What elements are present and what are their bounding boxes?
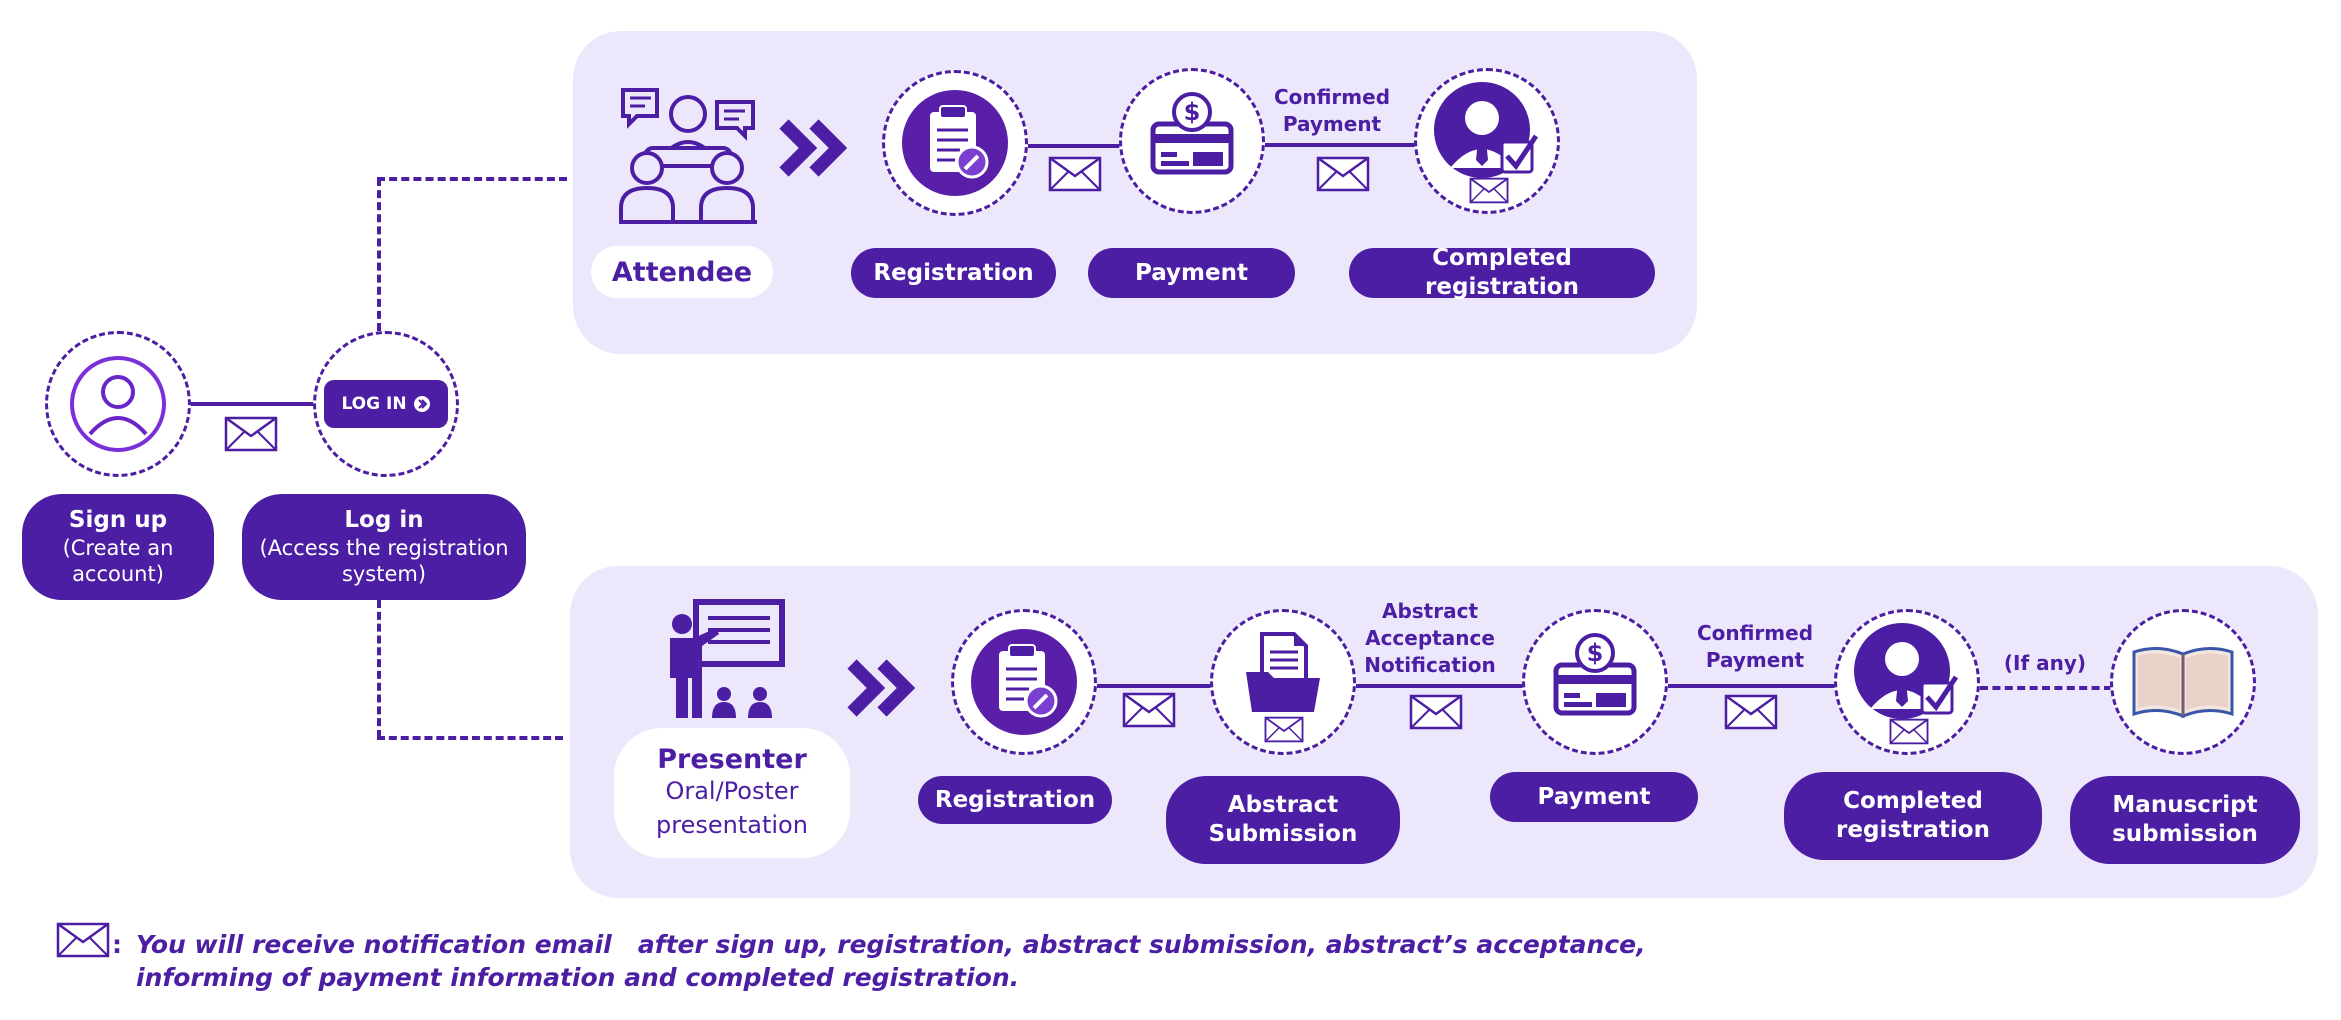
presenter-manuscript-circle <box>2110 609 2256 755</box>
chevron-double-right-icon <box>846 658 918 718</box>
presenter-step-manuscript: Manuscript submission <box>2070 776 2300 864</box>
presenter-step-payment: Payment <box>1490 772 1698 822</box>
document-folder-icon <box>1228 620 1338 730</box>
signup-subtitle: (Create an account) <box>62 536 174 587</box>
payment-card-icon <box>1540 627 1650 737</box>
signup-login-connector <box>191 402 314 406</box>
envelope-icon <box>1264 716 1304 743</box>
attendee-confirmed-payment-note: Confirmed Payment <box>1273 85 1391 136</box>
envelope-icon <box>1724 694 1778 730</box>
chevron-double-right-icon <box>778 118 850 178</box>
footer-line-2: informing of payment information and com… <box>136 963 1020 992</box>
login-to-presenter-horizontal <box>377 736 563 740</box>
clipboard-icon <box>900 88 1010 198</box>
footer-line-1: You will receive notification email afte… <box>136 930 1646 959</box>
presenter-if-any-note: (If any) <box>2003 651 2087 675</box>
attendee-completed-circle <box>1414 68 1560 214</box>
envelope-icon <box>1409 694 1463 730</box>
presenter-board-icon <box>670 599 785 718</box>
attendee-payment-circle <box>1119 68 1265 214</box>
attendee-registration-circle <box>882 70 1028 216</box>
presenter-role-subtitle: Oral/Poster presentation <box>656 776 808 839</box>
payment-card-icon <box>1137 86 1247 196</box>
presenter-role-title: Presenter <box>657 743 807 775</box>
envelope-icon <box>1889 718 1929 745</box>
login-button-label: LOG IN <box>341 394 407 414</box>
presenter-payment-circle <box>1522 609 1668 755</box>
presenter-step-registration: Registration <box>918 776 1112 824</box>
attendee-step-registration: Registration <box>851 248 1056 298</box>
login-button[interactable]: LOG IN <box>324 380 448 428</box>
attendee-connector-1 <box>1028 144 1120 148</box>
presenter-confirmed-payment-note: Confirmed Payment <box>1696 621 1814 672</box>
envelope-icon <box>1469 177 1509 204</box>
presenter-connector-1 <box>1097 684 1211 688</box>
presenter-role-label: Presenter Oral/Poster presentation <box>614 728 850 858</box>
footer-colon: : <box>112 930 122 959</box>
presenter-abstract-circle <box>1210 609 1356 755</box>
presenter-connector-2 <box>1356 684 1524 688</box>
login-title: Log in <box>344 507 424 534</box>
presenter-registration-circle <box>951 609 1097 755</box>
envelope-icon <box>1048 156 1102 192</box>
presenter-completed-circle <box>1834 609 1980 755</box>
login-icon-circle: LOG IN <box>313 331 459 477</box>
login-to-presenter-vertical <box>377 600 381 738</box>
presenter-connector-4 <box>1980 686 2112 690</box>
attendee-role-text: Attendee <box>611 256 753 288</box>
presenter-abstract-acceptance-note: Abstract Acceptance Notification <box>1364 599 1496 677</box>
login-to-attendee-horizontal <box>377 177 567 181</box>
envelope-icon <box>224 416 278 452</box>
signup-icon-circle <box>45 331 191 477</box>
meeting-group-icon <box>619 88 757 224</box>
signup-step: Sign up (Create an account) <box>22 494 214 600</box>
clipboard-icon <box>969 627 1079 737</box>
login-subtitle: (Access the registration system) <box>259 536 509 587</box>
verified-user-icon <box>1852 621 1962 731</box>
login-to-attendee-vertical <box>377 178 381 331</box>
login-step: Log in (Access the registration system) <box>242 494 526 600</box>
envelope-icon <box>1122 692 1176 728</box>
attendee-step-completed: Completed registration <box>1349 245 1655 300</box>
presenter-connector-3 <box>1668 684 1836 688</box>
envelope-icon <box>56 922 110 958</box>
attendee-role-label: Attendee <box>591 246 773 298</box>
signup-title: Sign up <box>68 507 168 534</box>
arrow-right-circle-icon <box>413 396 430 412</box>
attendee-connector-2 <box>1265 143 1415 147</box>
envelope-icon <box>1316 156 1370 192</box>
user-icon <box>70 356 166 452</box>
presenter-step-abstract: Abstract Submission <box>1166 776 1400 864</box>
presenter-step-completed: Completed registration <box>1784 772 2042 860</box>
attendee-step-payment: Payment <box>1088 248 1295 298</box>
open-book-icon <box>2128 642 2238 722</box>
verified-user-icon <box>1432 80 1542 190</box>
